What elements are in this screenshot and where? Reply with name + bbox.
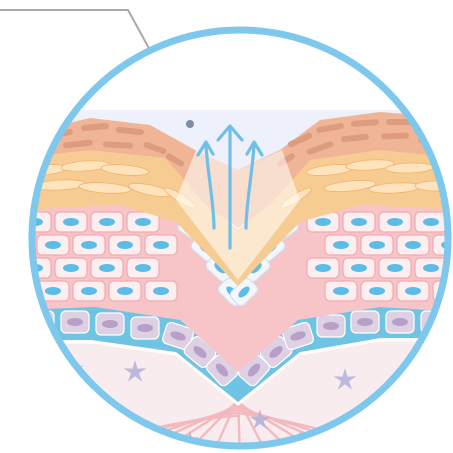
spinosum-cell (325, 281, 357, 301)
cell-nucleus (137, 324, 153, 332)
cell-nucleus (392, 318, 408, 326)
basal-cell (131, 317, 159, 339)
spinosum-cell (91, 258, 123, 278)
basal-cell (386, 311, 414, 333)
spinosum-cell (343, 258, 375, 278)
spinosum-cell (415, 212, 447, 232)
spinosum-cell (343, 212, 375, 232)
spinosum-cell (109, 281, 141, 301)
cell-nucleus (315, 264, 331, 272)
spinosum-cell (145, 235, 177, 255)
cell-nucleus (153, 241, 169, 249)
spinosum-cell (361, 235, 393, 255)
cell-nucleus (102, 320, 118, 328)
cell-nucleus (99, 264, 115, 272)
cell-nucleus (117, 241, 133, 249)
spinosum-cell (73, 281, 105, 301)
cell-nucleus (357, 318, 373, 326)
cell-nucleus (369, 287, 385, 295)
cell-nucleus (153, 287, 169, 295)
cell-nucleus (423, 264, 439, 272)
spinosum-cell (55, 212, 87, 232)
cell-nucleus (387, 218, 403, 226)
basal-cell (61, 311, 89, 333)
cell-nucleus (405, 241, 421, 249)
corneum-brick (381, 133, 409, 140)
spinosum-cell (361, 281, 393, 301)
spinosum-cell (127, 258, 159, 278)
granular-cell (415, 181, 453, 191)
cell-nucleus (333, 241, 349, 249)
basal-cell (351, 311, 379, 333)
spinosum-cell (379, 258, 411, 278)
cell-nucleus (387, 264, 403, 272)
basal-cell (96, 313, 124, 335)
cell-nucleus (99, 218, 115, 226)
cell-nucleus (81, 241, 97, 249)
spinosum-cell (91, 212, 123, 232)
spinosum-cell (325, 235, 357, 255)
spinosum-cell (109, 235, 141, 255)
spinosum-cell (37, 235, 69, 255)
cell-nucleus (405, 287, 421, 295)
cell-nucleus (117, 287, 133, 295)
cell-nucleus (45, 241, 61, 249)
leader-dot (186, 120, 194, 128)
cell-nucleus (423, 218, 439, 226)
spinosum-cell (307, 258, 339, 278)
cell-nucleus (67, 318, 83, 326)
cell-nucleus (81, 287, 97, 295)
cell-nucleus (369, 241, 385, 249)
cell-nucleus (351, 264, 367, 272)
cell-nucleus (315, 218, 331, 226)
spinosum-cell (73, 235, 105, 255)
cell-nucleus (351, 218, 367, 226)
cell-nucleus (63, 218, 79, 226)
spinosum-cell (397, 235, 429, 255)
spinosum-cell (55, 258, 87, 278)
spinosum-cell (145, 281, 177, 301)
cell-nucleus (135, 218, 151, 226)
basal-cell (317, 315, 345, 337)
cell-nucleus (135, 264, 151, 272)
corneum-brick (423, 121, 447, 128)
spinosum-cell (379, 212, 411, 232)
cell-nucleus (333, 287, 349, 295)
cell-nucleus (63, 264, 79, 272)
spinosum-cell (397, 281, 429, 301)
cell-nucleus (323, 322, 339, 330)
cell-nucleus (45, 287, 61, 295)
